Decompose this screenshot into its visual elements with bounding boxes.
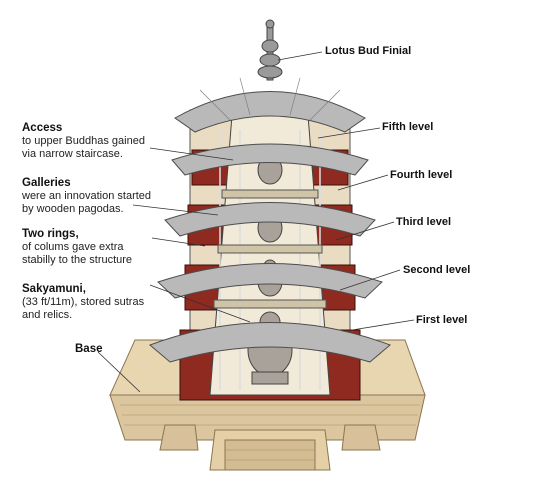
label-galleries: Galleries were an innovation started by … <box>22 177 152 215</box>
finial-spire <box>257 19 283 81</box>
label-fourth-level: Fourth level <box>390 169 453 181</box>
label-two-rings: Two rings, of colums gave extra stabilly… <box>22 228 133 266</box>
roof-tiers <box>149 77 391 363</box>
label-fifth-level: Fifth level <box>382 121 434 133</box>
label-access: Access to upper Buddhas gained via narro… <box>22 122 145 160</box>
label-second-level: Second level <box>403 264 471 276</box>
leader-lines <box>97 51 415 393</box>
label-base: Base <box>75 343 103 355</box>
label-third-level: Third level <box>396 216 452 228</box>
label-sakyamuni: Sakyamuni, (33 ft/11m), stored sutras an… <box>22 283 145 321</box>
label-lotus-bud-finial: Lotus Bud Finial <box>325 45 412 57</box>
label-first-level: First level <box>416 314 468 326</box>
